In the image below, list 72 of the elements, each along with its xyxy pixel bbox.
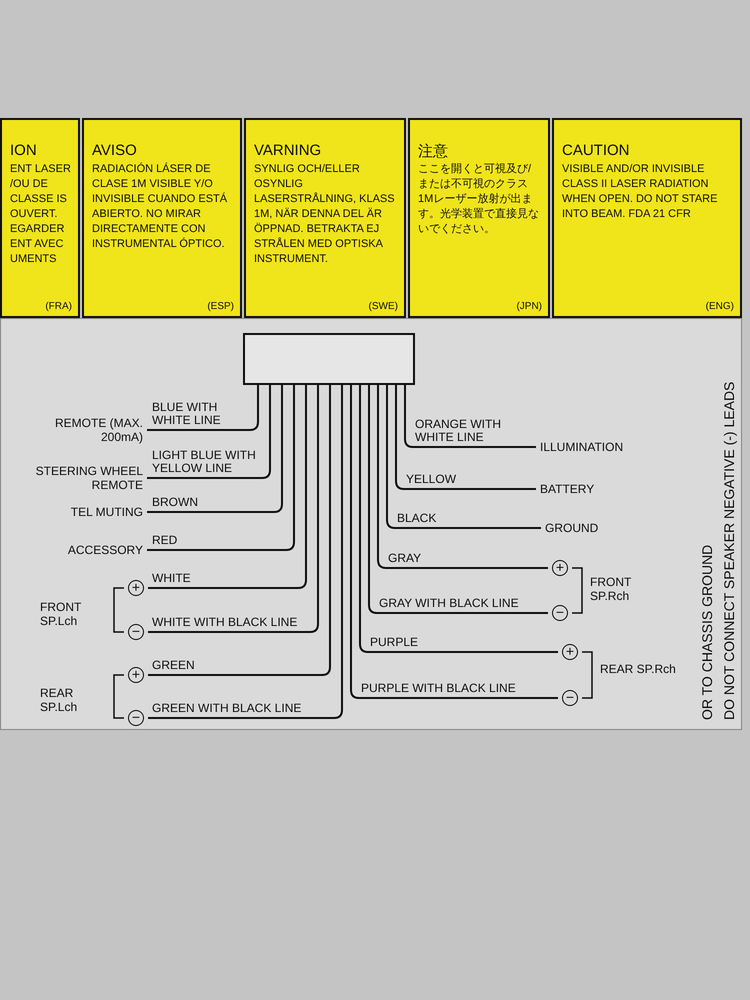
- connector-box: [243, 333, 415, 385]
- warning-text: RADIACIÓN LÁSER DE CLASE 1M VISIBLE Y/O INVISIBLE CUANDO ESTÁ ABIERTO. NO MIRAR DIRECTAMENTE CON INSTRUMENTAL ÓPTICO.: [92, 162, 228, 252]
- language-code: (FRA): [45, 301, 72, 312]
- wire: [404, 385, 536, 448]
- wire: [386, 385, 541, 529]
- speaker-label: FRONT SP.Lch: [40, 600, 82, 628]
- wire-color-label: BROWN: [152, 496, 199, 509]
- function-label: TEL MUTING: [30, 505, 143, 519]
- warning-panel: [552, 118, 742, 318]
- wire-color-label: PURPLE WITH BLACK LINE: [361, 682, 517, 695]
- wire-color-label: WHITE WITH BLACK LINE: [152, 616, 298, 629]
- warning-heading: AVISO: [92, 142, 137, 159]
- wire-color-label: RED: [152, 534, 178, 547]
- warning-panel: [408, 118, 550, 318]
- wire: [359, 385, 558, 653]
- wire-color-label: BLUE WITH WHITE LINE: [152, 401, 222, 427]
- wire: [148, 385, 331, 676]
- wire: [148, 385, 319, 633]
- warning-text: SYNLIG OCH/ELLER OSYNLIG LASERSTRÅLNING, KLASS 1M, NÄR DENNA DEL ÄR ÖPPNAD. BETRAKTA EJ STRÅLEN MED OPTISKA INSTRUMENT.: [254, 162, 396, 267]
- warning-heading: ION: [10, 142, 37, 159]
- wire-color-label: LIGHT BLUE WITH YELLOW LINE: [152, 449, 257, 475]
- speaker-label: REAR SP.Rch: [600, 662, 677, 676]
- warning-text: ENT LASER /OU DE CLASSE IS OUVERT. EGARDER ENT AVEC UMENTS: [10, 162, 72, 267]
- wire-color-label: YELLOW: [406, 473, 458, 486]
- wire: [147, 385, 271, 479]
- wire: [148, 385, 343, 719]
- function-label: ACCESSORY: [30, 543, 143, 557]
- function-label: GROUND: [545, 521, 625, 535]
- speaker-label: FRONT SP.Rch: [590, 575, 632, 603]
- warning-text: ここを開くと可視及び/または不可視のクラス1Mレーザー放射が出ます。光学装置で直接見ないでください。: [418, 162, 540, 237]
- wire: [147, 385, 283, 513]
- warning-panel: [0, 118, 80, 318]
- warning-note: DO NOT CONNECT SPEAKER NEGATIVE (-) LEADS: [722, 380, 736, 720]
- warning-heading: CAUTION: [562, 142, 630, 159]
- terminal-sign: +: [552, 560, 568, 576]
- speaker-label: REAR SP.Lch: [40, 686, 78, 714]
- function-label: ILLUMINATION: [540, 440, 650, 454]
- warning-text: VISIBLE AND/OR INVISIBLE CLASS II LASER RADIATION WHEN OPEN. DO NOT STARE INTO BEAM. FDA 21 CFR: [562, 162, 718, 222]
- language-code: (ESP): [207, 301, 234, 312]
- wire: [148, 385, 307, 589]
- wire: [147, 385, 259, 431]
- wire: [368, 385, 548, 614]
- wire-color-label: GREEN: [152, 659, 196, 672]
- language-code: (JPN): [516, 301, 542, 312]
- terminal-sign: −: [562, 690, 578, 706]
- wire-color-label: BLACK: [397, 512, 438, 525]
- wire-color-label: PURPLE: [370, 636, 420, 649]
- warning-heading: 注意: [418, 142, 448, 161]
- wire: [147, 385, 295, 551]
- wire-color-label: GRAY: [388, 552, 422, 565]
- terminal-sign: +: [562, 644, 578, 660]
- function-label: STEERING WHEEL REMOTE: [2, 464, 143, 492]
- wire: [350, 385, 558, 699]
- wire: [377, 385, 548, 569]
- terminal-sign: +: [128, 667, 144, 683]
- wire-color-label: ORANGE WITH WHITE LINE: [415, 418, 502, 444]
- terminal-sign: −: [128, 710, 144, 726]
- language-code: (ENG): [706, 301, 734, 312]
- warning-heading: VARNING: [254, 142, 322, 159]
- wire-color-label: GREEN WITH BLACK LINE: [152, 702, 302, 715]
- wire-color-label: WHITE: [152, 572, 192, 585]
- terminal-sign: −: [128, 624, 144, 640]
- terminal-sign: −: [552, 605, 568, 621]
- warning-panel: [82, 118, 242, 318]
- function-label: BATTERY: [540, 482, 620, 496]
- wire: [395, 385, 536, 490]
- warning-note: OR TO CHASSIS GROUND: [700, 544, 714, 720]
- language-code: (SWE): [368, 301, 398, 312]
- warning-panel: [244, 118, 406, 318]
- terminal-sign: +: [128, 580, 144, 596]
- wire-color-label: GRAY WITH BLACK LINE: [379, 597, 520, 610]
- function-label: REMOTE (MAX. 200mA): [18, 416, 143, 444]
